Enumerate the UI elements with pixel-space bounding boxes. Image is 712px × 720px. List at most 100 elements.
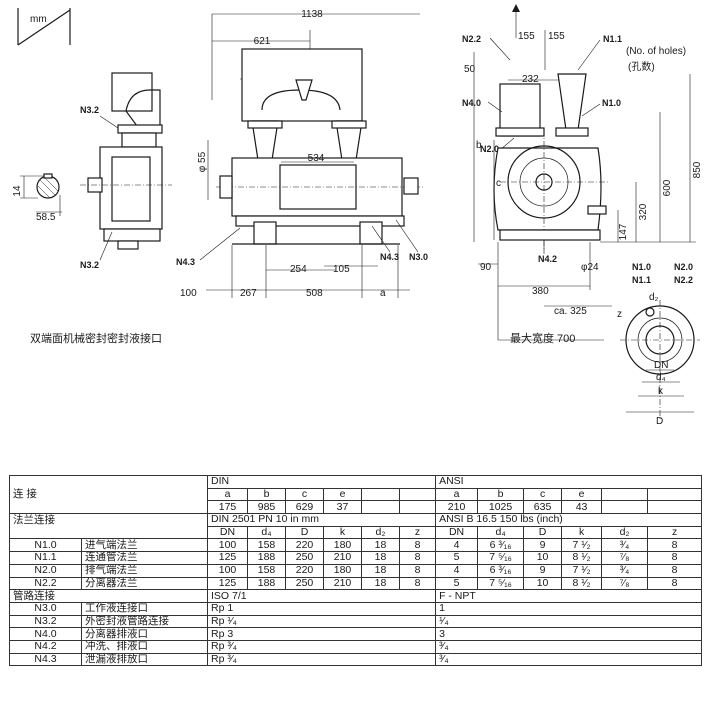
- label-n22: N2.2: [462, 34, 481, 44]
- pipe-code: N4.3: [9, 652, 82, 667]
- din-D: 250: [285, 551, 324, 565]
- seal-port-note: 双端面机械密封密封液接口: [30, 331, 162, 345]
- pump-dimension-drawing: mm 14 58.5 N3.2 N3.2: [12, 4, 703, 427]
- flange-label-n20: N2.0: [674, 262, 693, 272]
- ansi-h-k: k: [561, 525, 603, 540]
- flange-code: N2.2: [9, 576, 82, 591]
- flange-dim-z: z: [617, 309, 622, 320]
- pipe-din-size: Rp 3: [206, 627, 437, 641]
- ansi-d2: ⁷⁄₈: [601, 576, 649, 591]
- din-col-e: e: [323, 487, 362, 502]
- flange-row: N2.2 分离器法兰 125 188 250 210 18 8 5 7 ⁵⁄₁₆…: [9, 576, 703, 591]
- ansi-h-D: D: [523, 525, 563, 540]
- din-z: 8: [398, 538, 437, 553]
- dim-267: 267: [240, 288, 257, 299]
- dim-147: 147: [618, 223, 629, 240]
- pipe-din-size: Rp 1: [206, 601, 437, 616]
- row-flange-std: 法兰连接 DIN 2501 PN 10 in mm ANSI B 16.5 15…: [9, 513, 703, 527]
- din-d2: 18: [361, 563, 400, 578]
- din-k: 210: [323, 576, 362, 591]
- flange-header-blank: [9, 526, 208, 540]
- ansi-D: 10: [523, 551, 563, 565]
- dim-232: 232: [522, 74, 539, 85]
- pipe-code: N3.0: [9, 601, 82, 616]
- label-n20: N2.0: [480, 144, 499, 154]
- dim-155-right: 155: [548, 31, 565, 42]
- pipe-code: N4.2: [9, 639, 82, 654]
- flange-code: N2.0: [9, 563, 82, 578]
- pipe-name: 冲洗、排液口: [81, 639, 208, 654]
- ansi-dn: 5: [435, 576, 479, 591]
- ansi-k: 8 ¹⁄₂: [561, 576, 603, 591]
- din-col-b: b: [247, 487, 286, 502]
- side-view: N3.2 N3.2: [80, 72, 172, 270]
- ansi-D: 10: [523, 576, 563, 591]
- dim-155-left: 155: [518, 31, 535, 42]
- flange-row: N2.0 排气端法兰 100 158 220 180 18 8 4 6 ³⁄₁₆…: [9, 563, 703, 578]
- ansi-blank-1: [601, 500, 649, 515]
- header-conn-blank: [9, 475, 208, 489]
- flange-label-n10: N1.0: [632, 262, 651, 272]
- flange-name: 连通管法兰: [81, 551, 208, 565]
- flange-code: N1.1: [9, 551, 82, 565]
- pipe-ansi-size: 1: [435, 601, 703, 616]
- ansi-z: 8: [647, 551, 703, 565]
- header-din: DIN: [206, 475, 437, 489]
- connection-spec-table: DIN ANSI 连 接 a b c e a b c e 175 985 629…: [9, 475, 703, 667]
- din-k: 180: [323, 538, 362, 553]
- dim-b: b: [476, 140, 482, 151]
- dim-320: 320: [638, 203, 649, 220]
- ansi-col-blank2: [647, 487, 703, 502]
- din-h-D: D: [285, 525, 324, 540]
- ansi-standard: ANSI B 16.5 150 lbs (inch): [435, 513, 703, 527]
- flange-detail: N1.0 N1.1 N2.0 N2.2 d₂ z DN d₄ k D: [617, 262, 700, 427]
- din-z: 8: [398, 551, 437, 565]
- din-h-z: z: [398, 525, 437, 540]
- ansi-D: 9: [523, 563, 563, 578]
- flange-label-n11: N1.1: [632, 275, 651, 285]
- pipe-row: N4.2 冲洗、排液口 Rp ³⁄₄ ³⁄₄: [9, 639, 703, 654]
- ansi-d4: 7 ⁵⁄₁₆: [477, 551, 525, 565]
- ansi-d2: ³⁄₄: [601, 563, 649, 578]
- din-dn: 100: [207, 563, 248, 578]
- din-col-blank1: [361, 487, 400, 502]
- label-n40: N4.0: [462, 98, 481, 108]
- label-n11: N1.1: [603, 34, 622, 44]
- iso-standard: ISO 7/1: [206, 589, 437, 603]
- flange-dim-D: D: [656, 416, 663, 427]
- ansi-col-blank1: [601, 487, 649, 502]
- holes-note-en: (No. of holes): [626, 46, 686, 57]
- din-d4: 188: [247, 551, 286, 565]
- din-d2: 18: [361, 576, 400, 591]
- dim-c: c: [496, 178, 501, 189]
- row-abce-header: 连 接 a b c e a b c e: [9, 487, 703, 502]
- pipe-row: N3.2 外密封液管路连接 Rp ¹⁄₄ ¹⁄₄: [9, 614, 703, 629]
- flange-row: N1.1 连通管法兰 125 188 250 210 18 8 5 7 ⁵⁄₁₆…: [9, 551, 703, 565]
- dim-508: 508: [306, 288, 323, 299]
- ansi-dn: 4: [435, 538, 479, 553]
- dim-14: 14: [12, 185, 23, 197]
- ansi-h-z: z: [647, 525, 703, 540]
- din-D: 220: [285, 538, 324, 553]
- din-e-value: 37: [323, 500, 362, 515]
- label-n43-right: N4.3: [380, 252, 399, 262]
- dim-600: 600: [662, 179, 673, 196]
- din-D: 250: [285, 576, 324, 591]
- unit-box: mm: [17, 8, 71, 46]
- flange-dim-dn: DN: [654, 360, 668, 371]
- ansi-D: 9: [523, 538, 563, 553]
- flange-code: N1.0: [9, 538, 82, 553]
- ansi-c-value: 635: [523, 500, 563, 515]
- pipe-row: N4.0 分离器排液口 Rp 3 3: [9, 627, 703, 641]
- ansi-d2: ³⁄₄: [601, 538, 649, 553]
- pipe-name: 工作液连接口: [81, 601, 208, 616]
- din-h-d4: d₄: [247, 525, 286, 540]
- dim-90: 90: [480, 262, 492, 273]
- din-standard: DIN 2501 PN 10 in mm: [206, 513, 437, 527]
- din-k: 180: [323, 563, 362, 578]
- dim-50: 50: [464, 64, 476, 75]
- din-dn: 125: [207, 551, 248, 565]
- din-dn: 125: [207, 576, 248, 591]
- flange-row: N1.0 进气端法兰 100 158 220 180 18 8 4 6 ³⁄₁₆…: [9, 538, 703, 553]
- ansi-z: 8: [647, 576, 703, 591]
